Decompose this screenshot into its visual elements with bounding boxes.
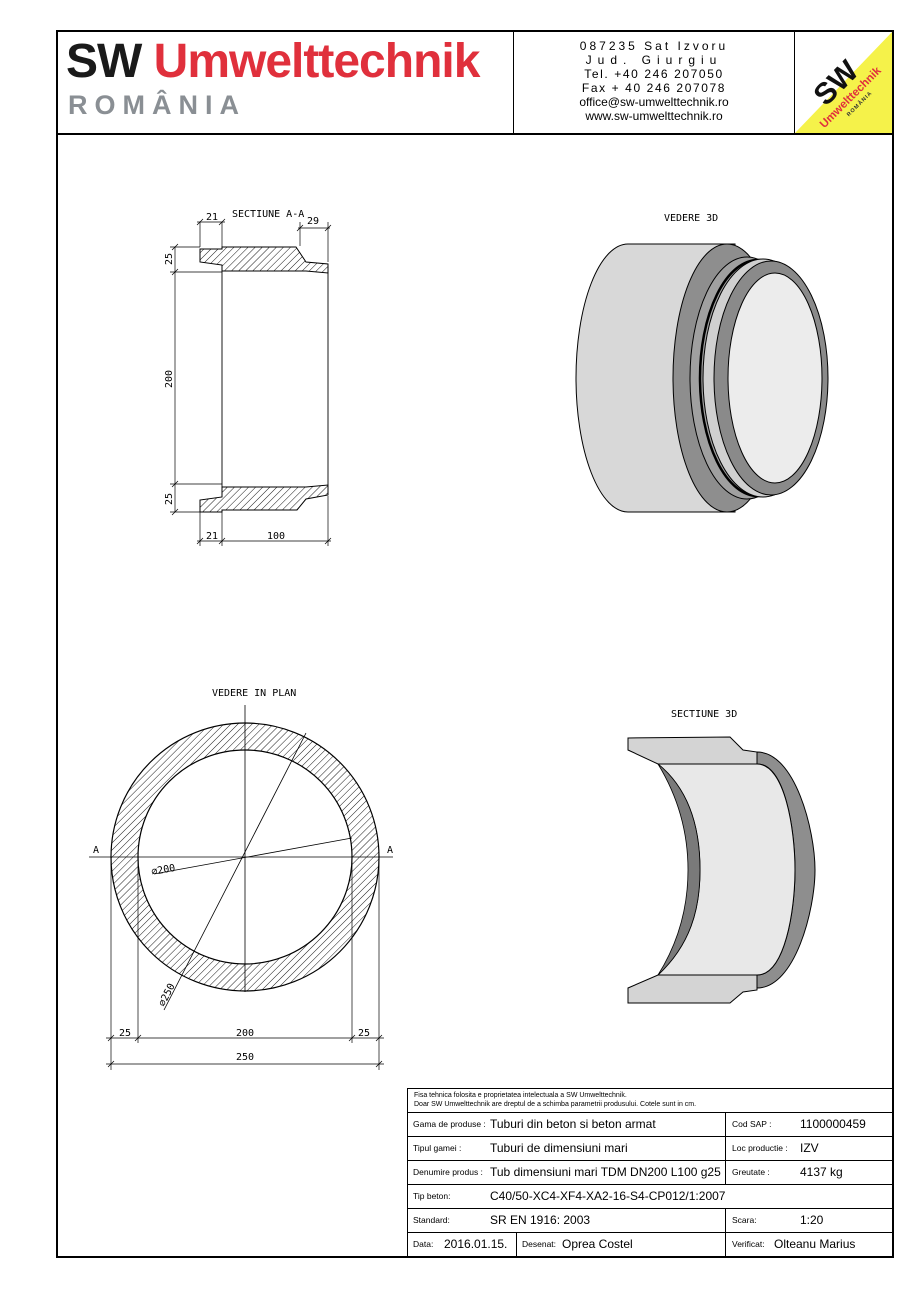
plan-inner-diameter: ⌀200	[151, 863, 177, 878]
den-value: Tub dimensiuni mari TDM DN200 L100 g25	[490, 1165, 721, 1179]
verificat-label: Verificat:	[732, 1239, 765, 1249]
section-3d-title: SECTIUNE 3D	[671, 709, 737, 720]
row-data: Data: 2016.01.15. Desenat: Oprea Costel …	[408, 1233, 894, 1257]
std-label: Standard:	[413, 1215, 450, 1225]
company-logo: SW Umwelttechnik ROMÂNIA	[795, 32, 892, 133]
desenat-label: Desenat:	[522, 1239, 557, 1249]
brand-title: SW Umwelttechnik	[66, 34, 481, 89]
plan-dim-left: 25	[119, 1028, 131, 1039]
beton-label: Tip beton:	[413, 1191, 451, 1201]
desenat-value: Oprea Costel	[562, 1237, 633, 1251]
data-label: Data:	[413, 1239, 434, 1249]
plan-outer-diameter: ⌀250	[157, 982, 178, 1008]
title-block: Fisa tehnica folosita e proprietatea int…	[407, 1088, 894, 1258]
tip-value: Tuburi de dimensiuni mari	[490, 1141, 628, 1155]
brand-sw: SW	[66, 35, 142, 88]
section-dim-top-left: 21	[206, 212, 218, 223]
greut-label: Greutate :	[732, 1167, 770, 1177]
view-3d-title: VEDERE 3D	[664, 213, 718, 224]
section-view: SECTIUNE A-A	[164, 209, 332, 546]
title-block-notes: Fisa tehnica folosita e proprietatea int…	[408, 1089, 894, 1113]
section-dim-bottom-right: 100	[267, 531, 285, 542]
brand-name: Umwelttechnik	[153, 35, 481, 88]
std-value: SR EN 1916: 2003	[490, 1213, 591, 1227]
den-label: Denumire produs :	[413, 1167, 483, 1177]
sap-label: Cod SAP :	[732, 1119, 772, 1129]
verificat-value: Olteanu Marius	[774, 1237, 856, 1251]
header: SW Umwelttechnik ROMÂNIA 087235 Sat Izvo…	[58, 32, 892, 135]
row-beton: Tip beton: C40/50-XC4-XF4-XA2-16-S4-CP01…	[408, 1185, 894, 1209]
section-dim-left-bottom: 25	[164, 493, 175, 505]
contact-block: 087235 Sat Izvoru Jud. Giurgiu Tel. +40 …	[514, 32, 795, 133]
brand-block: SW Umwelttechnik ROMÂNIA	[58, 32, 514, 133]
brand-country: ROMÂNIA	[68, 90, 246, 120]
greut-value: 4137 kg	[800, 1165, 843, 1179]
tip-label: Tipul gamei :	[413, 1143, 462, 1153]
scara-label: Scara:	[732, 1215, 757, 1225]
contact-address: 087235 Sat Izvoru	[579, 39, 729, 53]
data-value: 2016.01.15.	[444, 1237, 508, 1251]
drawing-sheet: SW Umwelttechnik ROMÂNIA 087235 Sat Izvo…	[56, 30, 894, 1258]
loc-value: IZV	[800, 1141, 819, 1155]
plan-dim-middle: 200	[236, 1028, 254, 1039]
row-standard: Standard: SR EN 1916: 2003 Scara: 1:20	[408, 1209, 894, 1233]
plan-view: VEDERE IN PLAN A A ⌀200 ⌀250 25 20	[89, 688, 393, 1070]
plan-dimensions	[106, 857, 384, 1070]
beton-value: C40/50-XC4-XF4-XA2-16-S4-CP012/1:2007	[490, 1189, 726, 1203]
gama-label: Gama de produse :	[413, 1119, 486, 1129]
row-tip: Tipul gamei : Tuburi de dimensiuni mari …	[408, 1137, 894, 1161]
view-3d: VEDERE 3D	[575, 213, 829, 513]
section-dim-top-right: 29	[307, 216, 319, 227]
section-dim-bottom-left: 21	[206, 531, 218, 542]
plan-dim-right: 25	[358, 1028, 370, 1039]
contact-county: Jud. Giurgiu	[585, 53, 723, 67]
loc-label: Loc productie :	[732, 1143, 788, 1153]
sap-value: 1100000459	[800, 1117, 866, 1131]
scara-value: 1:20	[800, 1213, 824, 1227]
plan-axis-right: A	[387, 845, 393, 856]
gama-value: Tuburi din beton si beton armat	[490, 1117, 656, 1131]
contact-phone: Tel. +40 246 207050	[584, 67, 724, 81]
section-dimensions	[170, 218, 332, 546]
plan-axis-left: A	[93, 845, 99, 856]
notes-line-2: Doar SW Umwelttechnik are dreptul de a s…	[414, 1101, 697, 1108]
section-dim-left-top: 25	[164, 253, 175, 265]
section-bottom-wall	[199, 484, 329, 513]
contact-fax: Fax + 40 246 207078	[581, 81, 727, 95]
plan-lines	[89, 705, 393, 1011]
section-3d-view: SECTIUNE 3D	[627, 709, 816, 1004]
contact-website: www.sw-umwelttechnik.ro	[585, 109, 723, 123]
notes-line-1: Fisa tehnica folosita e proprietatea int…	[414, 1092, 627, 1099]
section-top-wall	[199, 246, 329, 274]
plan-title: VEDERE IN PLAN	[212, 688, 296, 699]
section-title: SECTIUNE A-A	[232, 209, 304, 220]
section-dim-left-mid: 200	[164, 370, 175, 388]
row-gama: Gama de produse : Tuburi din beton si be…	[408, 1113, 894, 1137]
contact-email: office@sw-umwelttechnik.ro	[579, 95, 729, 109]
plan-dim-total: 250	[236, 1052, 254, 1063]
row-denumire: Denumire produs : Tub dimensiuni mari TD…	[408, 1161, 894, 1185]
